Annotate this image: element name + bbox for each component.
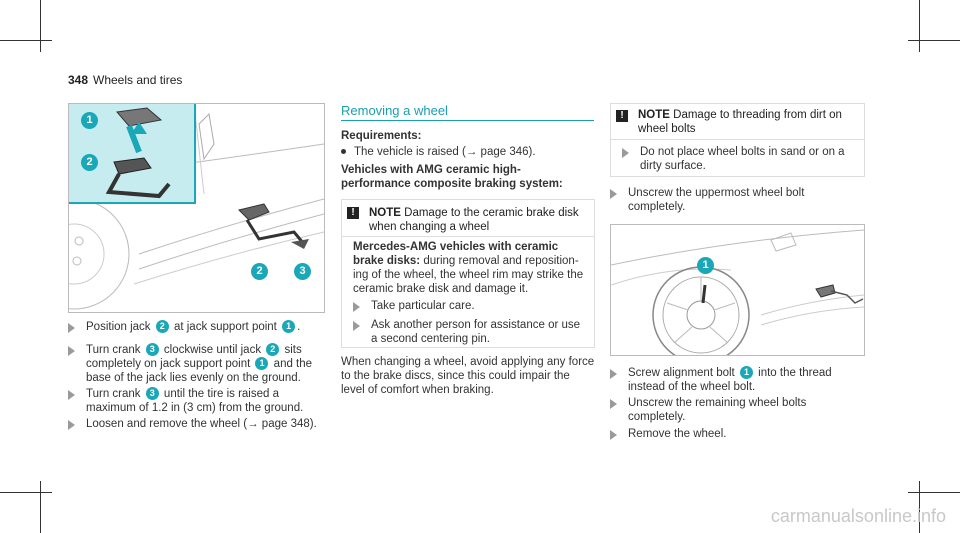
note-heading: NOTE Damage to threading from dirt on wh…: [638, 108, 858, 136]
step-remove-wheel: Remove the wheel.: [628, 427, 858, 441]
step-arrow-icon: [610, 189, 617, 199]
callout-1: 1: [282, 320, 296, 334]
requirements-label: Requirements:: [341, 130, 422, 142]
car-side-drawing: [69, 104, 324, 310]
step-arrow-icon: [353, 321, 360, 331]
step-turn-crank-clockwise: Turn crank 3 clockwise until jack 2 sits…: [86, 343, 326, 385]
step-screw-alignment-bolt: Screw alignment bolt 1 into the thread i…: [628, 366, 858, 394]
thread-damage-note: ! NOTE Damage to threading from dirt on …: [610, 103, 865, 177]
crop-mark: [0, 492, 52, 493]
closing-paragraph: When changing a wheel, avoid applying an…: [341, 356, 595, 396]
note-text: Damage to the ceramic brake disk when ch…: [369, 207, 579, 233]
note-body: Mercedes-AMG vehicles with ceramic brake…: [353, 240, 588, 296]
watermark: carmanualsonline.info: [770, 506, 946, 526]
step-text: Position jack: [86, 321, 154, 333]
note-divider: [342, 236, 594, 237]
section-title: Removing a wheel: [341, 103, 448, 118]
callout-1: 1: [697, 257, 714, 274]
step-arrow-icon: [68, 390, 75, 400]
crop-mark: [0, 40, 52, 41]
callout-3: 3: [145, 387, 159, 401]
note-label: NOTE: [638, 109, 670, 121]
step-arrow-icon: [610, 399, 617, 409]
amg-heading: Vehicles with AMG ceramic high-performan…: [341, 164, 563, 190]
bullet-icon: [341, 149, 346, 155]
page-ref-arrow: →: [247, 418, 259, 430]
wheel-bolt-illustration: 1: [610, 224, 865, 356]
step-arrow-icon: [68, 323, 75, 333]
step-text: until the tire is raised a maximum of 1.…: [86, 388, 304, 414]
requirement-item: The vehicle is raised (→ page 346).: [341, 145, 594, 159]
step-text: Turn crank: [86, 388, 144, 400]
callout-1: 1: [739, 366, 753, 380]
page-number: 348: [68, 73, 89, 87]
step-text: at jack support point: [170, 321, 281, 333]
jack-illustration: 1 2 2 3: [68, 103, 325, 313]
callout-2: 2: [81, 154, 98, 171]
step-raise-tire: Turn crank 3 until the tire is raised a …: [86, 387, 326, 415]
callout-3: 3: [294, 263, 311, 280]
step-unscrew-top-bolt: Unscrew the uppermost wheel bolt complet…: [628, 187, 805, 213]
requirement-text: The vehicle is raised (→ page 346).: [354, 146, 536, 158]
step-text: and the base of the jack lies evenly on …: [86, 358, 313, 384]
wheel-drawing: [611, 229, 864, 355]
step-arrow-icon: [622, 148, 629, 158]
running-header: Wheels and tires: [93, 73, 183, 87]
note-label: NOTE: [369, 207, 401, 219]
step-text: Turn crank: [86, 344, 144, 356]
crop-mark: [919, 0, 920, 52]
callout-2: 2: [251, 263, 268, 280]
page-ref-link[interactable]: page 348).: [258, 418, 317, 430]
note-bold-lead: Mercedes-AMG vehicles with ceramic brake…: [353, 241, 559, 267]
ceramic-brake-note: ! NOTE Damage to the ceramic brake disk …: [341, 199, 595, 348]
callout-2: 2: [266, 343, 280, 357]
callout-1: 1: [81, 112, 98, 129]
note-heading: NOTE Damage to the ceramic brake disk wh…: [369, 206, 589, 234]
step-text: Loosen and remove the wheel (: [86, 418, 248, 430]
warning-icon: !: [616, 110, 628, 122]
crop-mark: [908, 40, 960, 41]
warning-icon: !: [347, 207, 359, 219]
callout-2: 2: [155, 320, 169, 334]
step-text: clockwise until jack: [160, 344, 265, 356]
note-step: Ask another person for assistance or use…: [371, 319, 581, 345]
crop-mark: [919, 481, 920, 533]
note-divider: [611, 139, 864, 140]
step-text: .: [297, 321, 301, 333]
note-text: Damage to threading from dirt on wheel b…: [638, 109, 842, 135]
crop-mark: [40, 481, 41, 533]
step-arrow-icon: [610, 369, 617, 379]
step-text: sits completely on jack support point: [86, 344, 302, 370]
step-text: Screw alignment bolt: [628, 367, 738, 379]
note-step: Do not place wheel bolts in sand or on a…: [640, 146, 845, 172]
step-remove-wheel-link: Loosen and remove the wheel (→ page 348)…: [86, 417, 336, 431]
step-arrow-icon: [353, 302, 360, 312]
callout-3: 3: [145, 343, 159, 357]
step-unscrew-remaining: Unscrew the remaining wheel bolts comple…: [628, 396, 858, 424]
crop-mark: [908, 492, 960, 493]
section-rule: [341, 120, 594, 121]
callout-1: 1: [255, 357, 269, 371]
step-position-jack: Position jack 2 at jack support point 1.: [86, 320, 326, 334]
note-step: Take particular care.: [371, 300, 475, 312]
step-text: Unscrew the remaining wheel bolts comple…: [628, 397, 807, 423]
step-arrow-icon: [610, 430, 617, 440]
crop-mark: [40, 0, 41, 52]
jack-detail-drawing: [105, 107, 171, 199]
step-text: into the thread instead of the wheel bol…: [628, 367, 832, 393]
step-arrow-icon: [68, 420, 75, 430]
step-arrow-icon: [68, 346, 75, 356]
step-text: Remove the wheel.: [628, 428, 727, 440]
note-body-text: during removal and reposition­ing of the…: [353, 255, 584, 295]
